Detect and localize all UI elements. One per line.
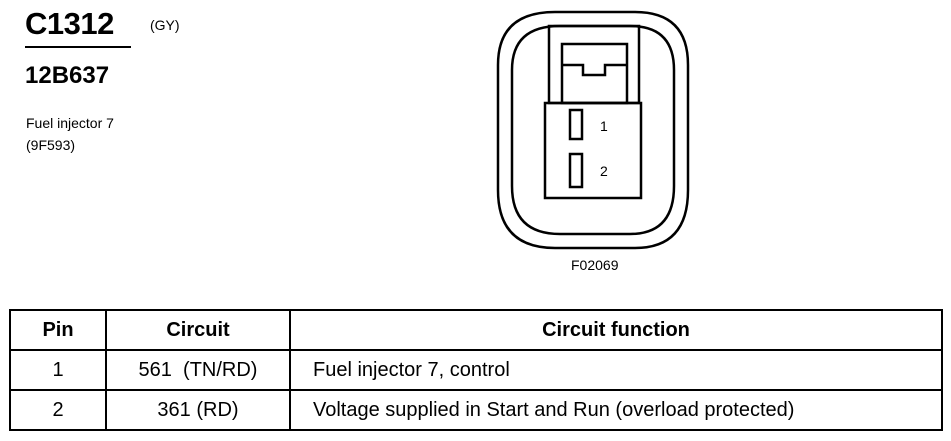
component-name: Fuel injector 7	[26, 115, 114, 131]
table-row: 2 361 (RD) Voltage supplied in Start and…	[9, 389, 943, 431]
title-underline	[25, 46, 131, 48]
latch-notch	[562, 63, 627, 77]
cell-circuit: 561 (TN/RD)	[105, 349, 291, 391]
figure-id: F02069	[571, 257, 619, 273]
cell-pin: 1	[9, 349, 107, 391]
pin-table: Pin Circuit Circuit function 1 561 (TN/R…	[9, 309, 943, 431]
header-circuit: Circuit	[105, 309, 291, 351]
cell-circuit-function: Fuel injector 7, control	[289, 349, 943, 391]
pin-1-terminal	[568, 108, 584, 141]
pin-2-label: 2	[600, 163, 608, 179]
connector-inner-housing	[510, 24, 676, 236]
cell-pin: 2	[9, 389, 107, 431]
locking-tab-inner	[560, 42, 629, 105]
connector-outer-housing	[496, 10, 690, 250]
component-code: (9F593)	[26, 137, 76, 153]
part-number: 12B637	[25, 62, 110, 89]
pin-1-label: 1	[600, 118, 608, 134]
connector-color-code: (GY)	[150, 17, 180, 33]
cell-circuit: 361 (RD)	[105, 389, 291, 431]
connector-id: C1312	[25, 6, 114, 41]
cell-circuit-function: Voltage supplied in Start and Run (overl…	[289, 389, 943, 431]
table-row: 1 561 (TN/RD) Fuel injector 7, control	[9, 349, 943, 391]
header-pin: Pin	[9, 309, 107, 351]
table-header-row: Pin Circuit Circuit function	[9, 309, 943, 351]
terminal-cavity-body	[543, 101, 643, 200]
header-circuit-function: Circuit function	[289, 309, 943, 351]
pin-2-terminal	[568, 152, 584, 189]
connector-face-diagram: 1 2	[496, 10, 690, 250]
